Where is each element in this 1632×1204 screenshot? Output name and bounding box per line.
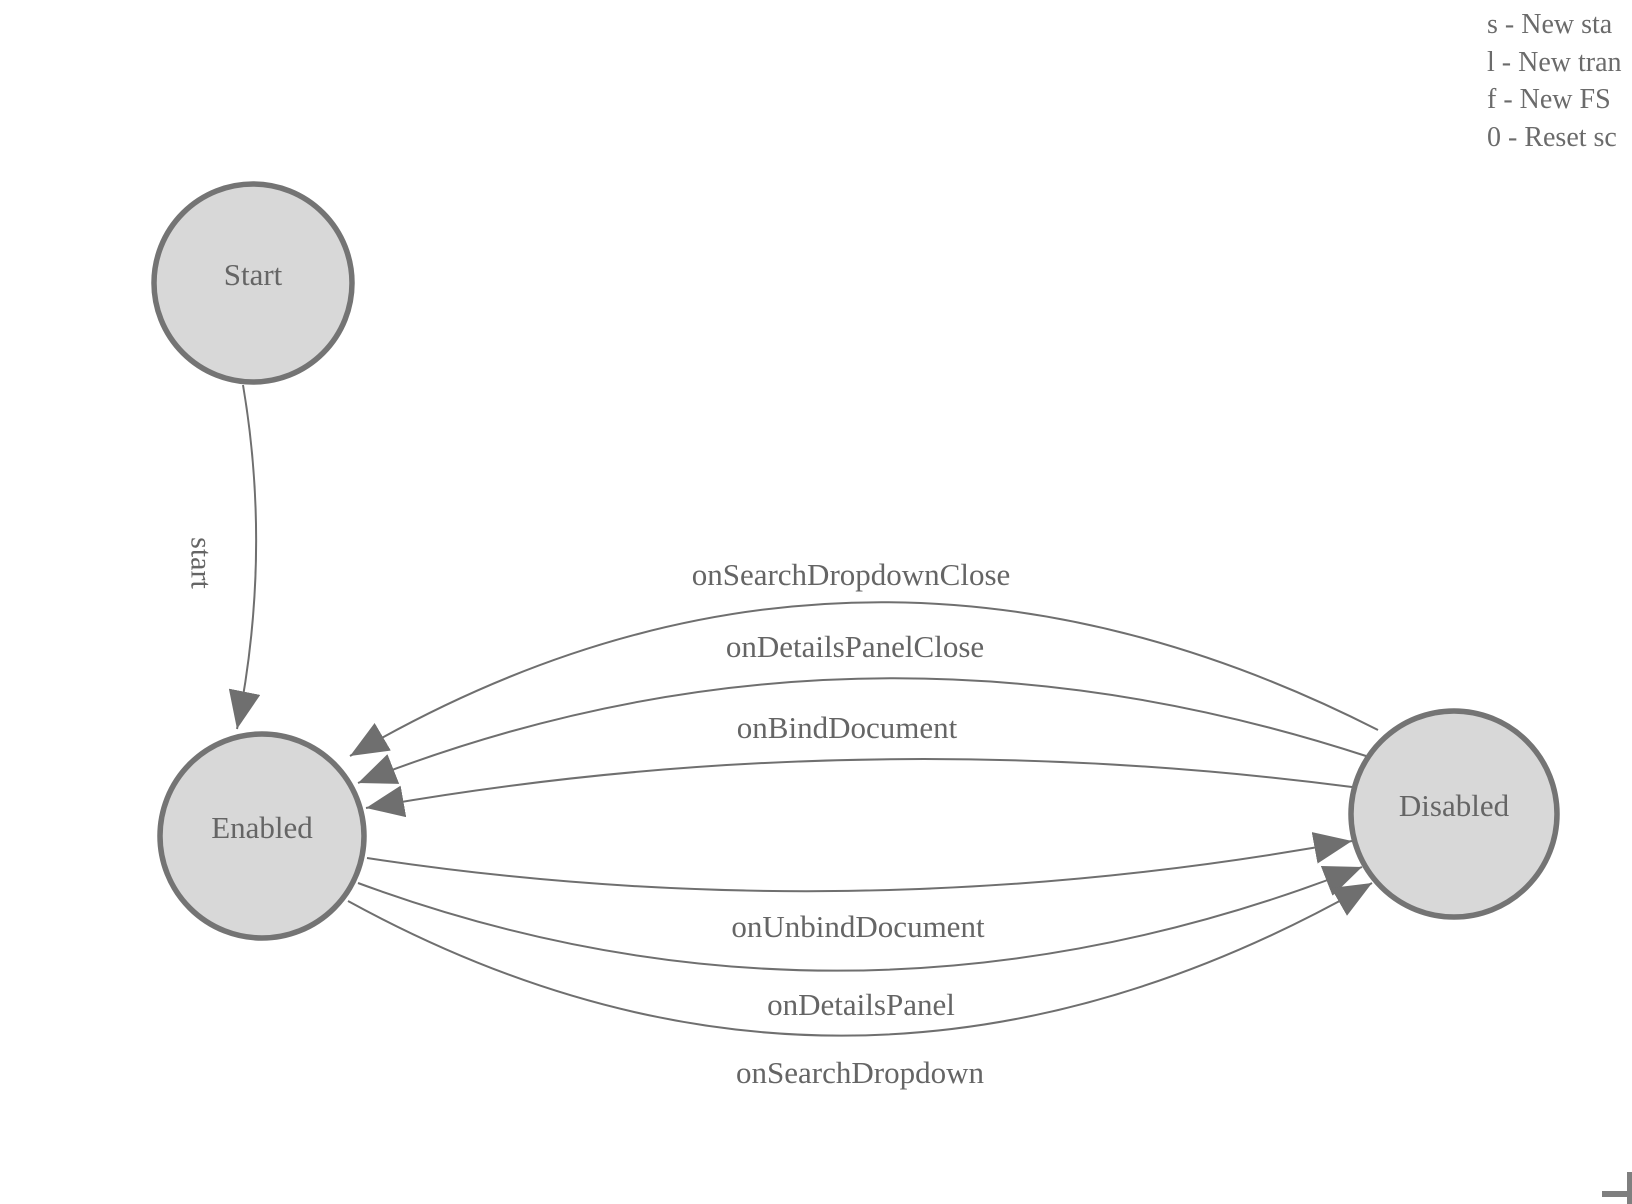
state-node-start[interactable]: Start (151, 181, 355, 385)
state-circle-disabled[interactable] (1348, 708, 1560, 920)
shortcut-legend: s - New sta l - New tran f - New FS 0 - … (1487, 6, 1622, 156)
legend-line-new-transition: l - New tran (1487, 46, 1622, 78)
transition-label-ondetailspanelclose[interactable]: onDetailsPanelClose (726, 629, 984, 664)
state-node-disabled[interactable]: Disabled (1348, 708, 1560, 920)
state-circle-start[interactable] (151, 181, 355, 385)
transition-edge-start[interactable] (228, 384, 261, 730)
transition-label-onsearchdropdownclose[interactable]: onSearchDropdownClose (692, 557, 1011, 592)
transition-edge-ondetailspanelclose[interactable] (357, 677, 1367, 784)
legend-line-new-state: s - New sta (1487, 9, 1613, 40)
state-label-enabled: Enabled (211, 810, 313, 845)
transition-edge-onunbinddocument[interactable] (366, 832, 1353, 893)
state-circle-enabled[interactable] (157, 731, 367, 941)
transition-edge-onsearchdropdownclose[interactable] (349, 601, 1379, 757)
transition-label-onunbinddocument[interactable]: onUnbindDocument (731, 909, 985, 944)
legend-line-reset-scale: 0 - Reset sc (1487, 121, 1617, 153)
transition-label-ondetailspanel[interactable]: onDetailsPanel (767, 987, 955, 1022)
transition-label-onsearchdropdown[interactable]: onSearchDropdown (736, 1055, 984, 1090)
transition-edge-ondetailspanel[interactable] (357, 865, 1363, 972)
legend-line-new-fsm: f - New FS (1487, 84, 1611, 115)
transition-label-onbinddocument[interactable]: onBindDocument (737, 710, 958, 745)
transition-label-start[interactable]: start (185, 537, 218, 589)
state-node-enabled[interactable]: Enabled (157, 731, 367, 941)
transition-edge-onsearchdropdown[interactable] (347, 882, 1373, 1037)
transition-edge-onbinddocument[interactable] (365, 758, 1353, 818)
state-label-start: Start (224, 257, 283, 292)
clipped-panel-corner-vertical-bar (1627, 1172, 1632, 1204)
clipped-panel-corner-horizontal-bar (1602, 1191, 1632, 1197)
state-label-disabled: Disabled (1399, 788, 1510, 823)
